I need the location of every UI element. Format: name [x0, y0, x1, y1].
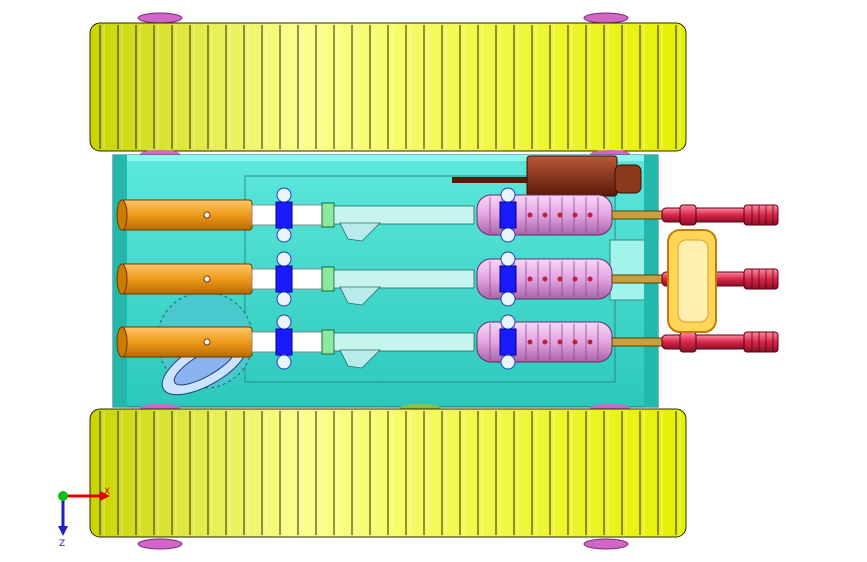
- grip-dot: [527, 276, 533, 282]
- grip-dot: [557, 276, 563, 282]
- top-track-segments: [99, 25, 681, 149]
- clamp-bolt: [500, 314, 516, 330]
- muzzle-red: [661, 334, 747, 350]
- clamp-bolt: [500, 291, 516, 307]
- bottom-wheel-right: [583, 538, 629, 550]
- barrel-middle[interactable]: [116, 251, 779, 307]
- grip-dot: [542, 276, 548, 282]
- clamp-bolt: [276, 227, 292, 243]
- clamp-bolt: [276, 354, 292, 370]
- clamp-blue: [499, 328, 517, 356]
- clamp-blue: [275, 201, 293, 229]
- clamp-bolt: [276, 291, 292, 307]
- green-ring: [321, 266, 335, 292]
- front-bumper: [667, 229, 717, 333]
- muzzle-red: [661, 207, 747, 223]
- grip-dot: [572, 212, 578, 218]
- grip-dot: [557, 212, 563, 218]
- barrel-sleeve: [119, 326, 253, 358]
- clamp-bolt: [276, 251, 292, 267]
- receiver: [333, 205, 475, 225]
- barrel-sleeve-end: [116, 326, 128, 358]
- grip-dot: [587, 339, 593, 345]
- bottom-track-segments: [99, 411, 681, 535]
- trigger-guard: [339, 222, 381, 242]
- barrel-sleeve-end: [116, 263, 128, 295]
- triad-x-label: X: [104, 487, 110, 497]
- green-ring: [321, 329, 335, 355]
- trigger-guard: [339, 286, 381, 306]
- grip-dot: [587, 212, 593, 218]
- grip-dot: [557, 339, 563, 345]
- clamp-bolt: [500, 354, 516, 370]
- brass-connector: [611, 274, 663, 284]
- muzzle-brake: [743, 268, 779, 290]
- barrel-sleeve-end: [116, 199, 128, 231]
- top-track[interactable]: [89, 12, 687, 158]
- barrel-top[interactable]: [116, 187, 779, 243]
- top-wheel-left: [137, 12, 183, 24]
- receiver: [333, 269, 475, 289]
- clamp-blue: [499, 201, 517, 229]
- weapon-barrels[interactable]: [116, 187, 779, 370]
- coordinate-triad-icon: X Z: [58, 487, 110, 549]
- grip-dot: [572, 339, 578, 345]
- top-wheel-right: [583, 12, 629, 24]
- grip-dot: [542, 212, 548, 218]
- barrel-sleeve: [119, 199, 253, 231]
- grip-dot: [587, 276, 593, 282]
- bottom-wheel-left: [137, 538, 183, 550]
- clamp-bolt: [500, 227, 516, 243]
- receiver: [333, 332, 475, 352]
- clamp-bolt: [500, 251, 516, 267]
- clamp-bolt: [500, 187, 516, 203]
- clamp-blue: [275, 328, 293, 356]
- barrel-pin: [203, 211, 211, 219]
- triad-z-label: Z: [59, 539, 65, 549]
- bottom-track[interactable]: [89, 404, 687, 550]
- barrel-pin: [203, 275, 211, 283]
- barrel-sleeve: [119, 263, 253, 295]
- muzzle-brake: [743, 204, 779, 226]
- muzzle-brake: [743, 331, 779, 353]
- trigger-guard: [339, 349, 381, 369]
- clamp-blue: [499, 265, 517, 293]
- barrel-pin: [203, 338, 211, 346]
- brass-connector: [611, 210, 663, 220]
- grip-dot: [527, 339, 533, 345]
- grip-dot: [527, 212, 533, 218]
- clamp-blue: [275, 265, 293, 293]
- muzzle-collar: [679, 204, 697, 226]
- green-ring: [321, 202, 335, 228]
- barrel-bottom[interactable]: [116, 314, 779, 370]
- muzzle-collar: [679, 331, 697, 353]
- clamp-bolt: [276, 314, 292, 330]
- magazine: [452, 155, 642, 197]
- brass-connector: [611, 337, 663, 347]
- grip-dot: [542, 339, 548, 345]
- clamp-bolt: [276, 187, 292, 203]
- grip-dot: [572, 276, 578, 282]
